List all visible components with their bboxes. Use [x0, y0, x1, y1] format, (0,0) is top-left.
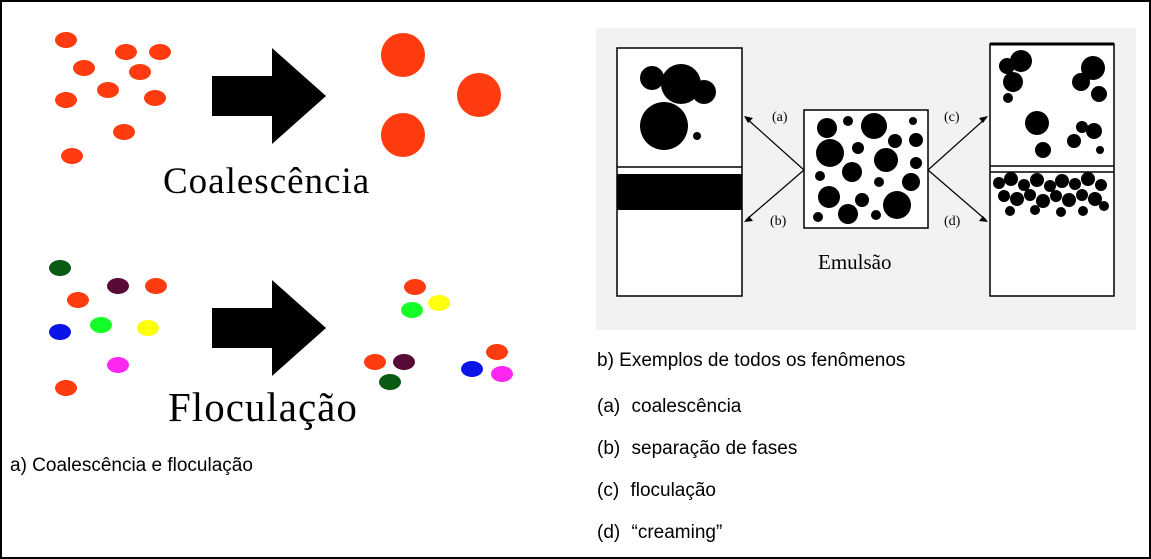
box-flocculation-creaming: [989, 42, 1115, 297]
arrow-heads: [744, 116, 988, 222]
arrow-c: [927, 117, 987, 171]
legend-key: (b): [597, 438, 621, 459]
caption-a: a) Coalescência e floculação: [10, 455, 253, 476]
creamed-layer: [993, 172, 1109, 217]
drop: [404, 279, 426, 295]
large-drop: [381, 33, 425, 77]
large-drop: [457, 73, 501, 117]
separated-phase-band: [617, 174, 742, 210]
drop: [49, 324, 71, 340]
arrow-b: [745, 169, 805, 221]
arrow-a: [745, 117, 805, 171]
legend-key: (d): [597, 522, 621, 543]
drop: [55, 380, 77, 396]
drop: [379, 374, 401, 390]
legend-text: coalescência: [631, 396, 742, 417]
arrow-label-a: (a): [772, 110, 788, 125]
caption-b-title: b) Exemplos de todos os fenômenos: [597, 350, 906, 371]
arrow-label-c: (c): [944, 110, 960, 125]
drop: [137, 320, 159, 336]
drop: [55, 32, 77, 48]
flocculation-label: Floculação: [168, 384, 358, 430]
drop: [90, 317, 112, 333]
drop: [401, 302, 423, 318]
legend-text: separação de fases: [631, 438, 798, 459]
drop: [97, 82, 119, 98]
legend-text: “creaming”: [631, 522, 723, 543]
arrow-label-d: (d): [944, 214, 961, 229]
drop: [61, 148, 83, 164]
drop: [486, 344, 508, 360]
drop: [115, 44, 137, 60]
box-coalescence-separation: [616, 47, 743, 297]
drop: [149, 44, 171, 60]
legend-item: (c) floculação: [597, 480, 716, 502]
drop: [107, 278, 129, 294]
flocculation-arrow: [212, 280, 326, 376]
legend-text: floculação: [630, 480, 716, 501]
emulsion-box: [803, 109, 929, 229]
arrow-d: [927, 169, 987, 221]
legend-key: (a): [597, 396, 621, 417]
drop: [49, 260, 71, 276]
drop: [73, 60, 95, 76]
large-drop: [381, 113, 425, 157]
drop: [491, 366, 513, 382]
legend-key: (c): [597, 480, 620, 501]
coalescence-after-drops: [381, 33, 501, 157]
emulsion-label: Emulsão: [818, 250, 892, 274]
drop: [364, 354, 386, 370]
legend-item: (b) separação de fases: [597, 438, 797, 460]
drop: [393, 354, 415, 370]
drop: [144, 90, 166, 106]
drop: [428, 295, 450, 311]
coalescence-before-drops: [55, 32, 171, 164]
drop: [129, 64, 151, 80]
legend-item: (d) “creaming”: [597, 522, 722, 544]
coalescence-label: Coalescência: [163, 161, 371, 202]
flocculation-after-flocs: [364, 279, 513, 390]
legend-item: (a) coalescência: [597, 396, 741, 418]
drop: [145, 278, 167, 294]
connector-arrows: [745, 117, 987, 221]
drop: [113, 124, 135, 140]
coalescence-arrow: [212, 48, 326, 144]
flocculation-before-drops: [49, 260, 167, 396]
drop: [107, 357, 129, 373]
drop: [67, 292, 89, 308]
arrow-label-b: (b): [770, 214, 787, 229]
drop: [55, 92, 77, 108]
drop: [461, 361, 483, 377]
